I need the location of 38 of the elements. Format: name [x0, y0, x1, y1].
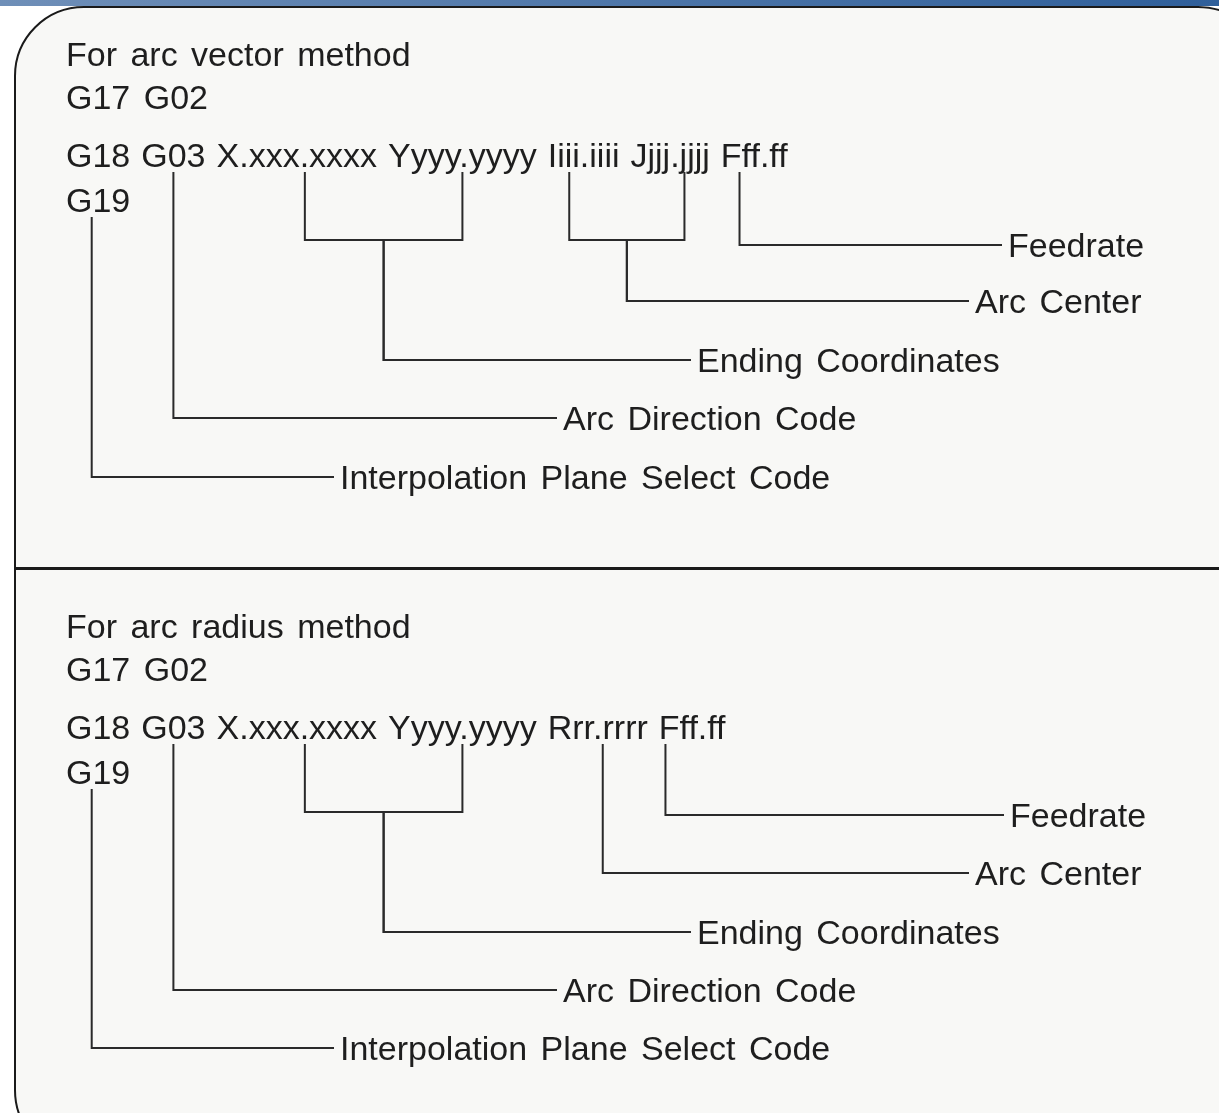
- callout-label: Arc Center: [975, 850, 1142, 896]
- callout-label: Arc Direction Code: [563, 967, 857, 1013]
- code-word: X.xxx.xxxx: [216, 704, 378, 750]
- callout-label: Ending Coordinates: [697, 337, 1000, 383]
- leader-line: [664, 743, 1005, 816]
- code-word: Fff.ff: [658, 704, 726, 750]
- code-word: Yyyy.yyyy: [388, 132, 537, 178]
- callout-label: Arc Direction Code: [563, 395, 857, 441]
- leader-line: [601, 743, 970, 874]
- code-word: G03: [141, 132, 206, 178]
- code-word: G19: [66, 177, 131, 223]
- leader-line: [382, 743, 692, 933]
- code-text: G18: [66, 135, 131, 176]
- code-text: G17 G02: [66, 649, 208, 690]
- callout-label: Interpolation Plane Select Code: [340, 454, 831, 500]
- leader-line: [738, 171, 1003, 246]
- code-text: G17 G02: [66, 77, 208, 118]
- code-word: G03: [141, 704, 206, 750]
- section-heading: For arc radius method: [66, 606, 411, 647]
- code-word: Iiii.iiii: [547, 132, 620, 178]
- callout-label: Ending Coordinates: [697, 909, 1000, 955]
- leader-line: [90, 788, 335, 1049]
- code-text: G18: [66, 707, 131, 748]
- leader-line: [172, 743, 558, 991]
- code-word: Yyyy.yyyy: [388, 704, 537, 750]
- code-word: Rrr.rrrr: [547, 704, 648, 750]
- code-word: Fff.ff: [720, 132, 788, 178]
- code-word: Jjjj.jjjj: [630, 132, 710, 178]
- leader-line: [90, 216, 335, 478]
- leader-line: [382, 171, 692, 361]
- section-heading: For arc vector method: [66, 34, 411, 75]
- leader-line: [172, 171, 558, 419]
- callout-label: Arc Center: [975, 278, 1142, 324]
- callout-label: Feedrate: [1010, 792, 1147, 838]
- code-word: X.xxx.xxxx: [216, 132, 378, 178]
- callout-label: Feedrate: [1008, 222, 1145, 268]
- callout-label: Interpolation Plane Select Code: [340, 1025, 831, 1071]
- code-word: G19: [66, 749, 131, 795]
